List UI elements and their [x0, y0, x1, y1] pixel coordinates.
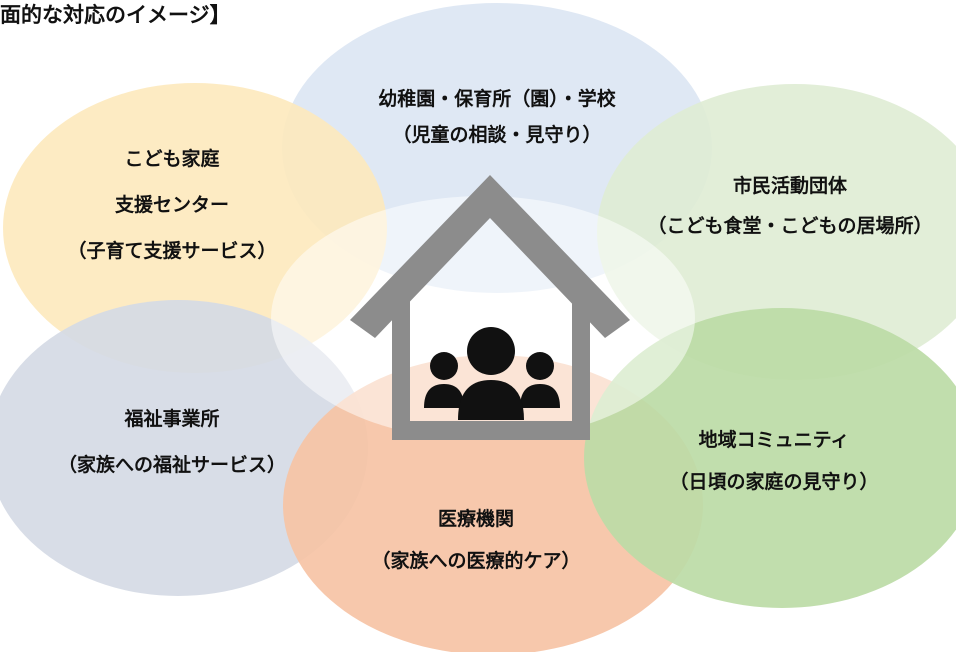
community-name: 地域コミュニティ: [699, 428, 850, 451]
kodomo-center-label: こども家庭 支援センター （子育て支援サービス）: [67, 147, 276, 262]
page-title: 面的な対応のイメージ】: [0, 3, 231, 27]
kodomo-center-name-1: こども家庭: [124, 147, 219, 170]
family-icon: [424, 327, 560, 420]
kodomo-center-description: （子育て支援サービス）: [67, 239, 276, 262]
medical-label: 医療機関 （家族への医療的ケア）: [371, 507, 580, 572]
kodomo-center-name-2: 支援センター: [114, 193, 229, 216]
welfare-ellipse: [0, 300, 368, 596]
citizen-label: 市民活動団体 （こども食堂・こどもの居場所）: [647, 174, 932, 237]
welfare-name: 福祉事業所: [123, 407, 219, 430]
house-walls: [392, 300, 590, 440]
medical-description: （家族への医療的ケア）: [371, 549, 580, 572]
welfare-description: （家族への福祉サービス）: [58, 453, 286, 476]
welfare-label: 福祉事業所 （家族への福祉サービス）: [58, 407, 286, 476]
citizen-description: （こども食堂・こどもの居場所）: [647, 214, 932, 237]
citizen-name: 市民活動団体: [733, 174, 848, 197]
school-name: 幼稚園・保育所（園）・学校: [378, 87, 617, 110]
medical-name: 医療機関: [438, 507, 514, 530]
house-roof: [350, 175, 630, 338]
community-label: 地域コミュニティ （日頃の家庭の見守り）: [669, 428, 878, 493]
school-description: （児童の相談・見守り）: [392, 123, 601, 146]
community-ellipse: [584, 308, 956, 608]
house-icon: [350, 175, 630, 440]
community-description: （日頃の家庭の見守り）: [669, 470, 878, 493]
school-label: 幼稚園・保育所（園）・学校 （児童の相談・見守り）: [378, 87, 617, 146]
